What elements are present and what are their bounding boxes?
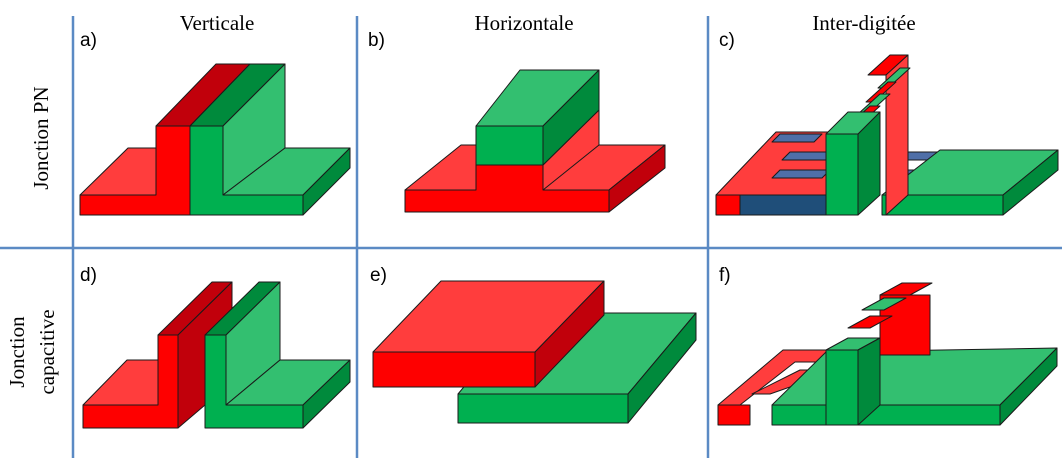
panel-label-e: e) — [370, 265, 387, 286]
panel-label-f: f) — [719, 265, 731, 286]
e-green-front — [457, 393, 629, 424]
d-red-front — [82, 334, 179, 429]
b-red-front — [404, 164, 610, 213]
row-title-jonction-capacitive-line1: Jonction — [5, 316, 29, 388]
panel-b-horizontal-pn-junction — [404, 69, 666, 213]
panel-e-horizontal-capacitive-junction — [372, 280, 697, 424]
f-red-finger-mid — [847, 315, 893, 329]
panel-a-vertical-pn-junction — [79, 63, 351, 216]
panel-d-vertical-capacitive-junction — [82, 281, 351, 429]
row-title-jonction-capacitive-line2: capacitive — [35, 309, 59, 394]
panel-c-interdigitated-pn-junction — [715, 54, 1059, 216]
row-title-jonction-pn: Jonction PN — [29, 86, 53, 189]
f-red-finger-back — [879, 282, 933, 296]
d-green-front — [204, 334, 304, 429]
a-green-front — [189, 125, 304, 216]
c-blue-finger-1 — [771, 133, 823, 143]
c-red-front — [715, 194, 741, 216]
b-green-front — [475, 125, 544, 166]
panel-f-interdigitated-capacitive-junction — [717, 282, 1058, 426]
c-blue-finger-3 — [771, 169, 831, 179]
c-green-col-front — [825, 133, 859, 216]
f-green-frame-front — [771, 404, 1001, 426]
c-red-comb-side — [885, 54, 909, 216]
e-red-front — [372, 351, 536, 388]
c-blue-front — [739, 194, 827, 216]
panel-label-d: d) — [80, 265, 97, 286]
f-red-frame-front — [717, 404, 751, 426]
panel-label-b: b) — [368, 30, 385, 51]
panel-label-a: a) — [80, 30, 97, 51]
column-title-verticale: Verticale — [180, 11, 255, 35]
column-title-horizontale: Horizontale — [474, 11, 573, 35]
f-green-finger-mid — [861, 297, 907, 311]
c-green-base-front — [881, 194, 1004, 216]
panel-label-c: c) — [719, 30, 735, 51]
column-title-inter-digitee: Inter-digitée — [812, 11, 915, 35]
f-green-col-front — [825, 349, 859, 426]
